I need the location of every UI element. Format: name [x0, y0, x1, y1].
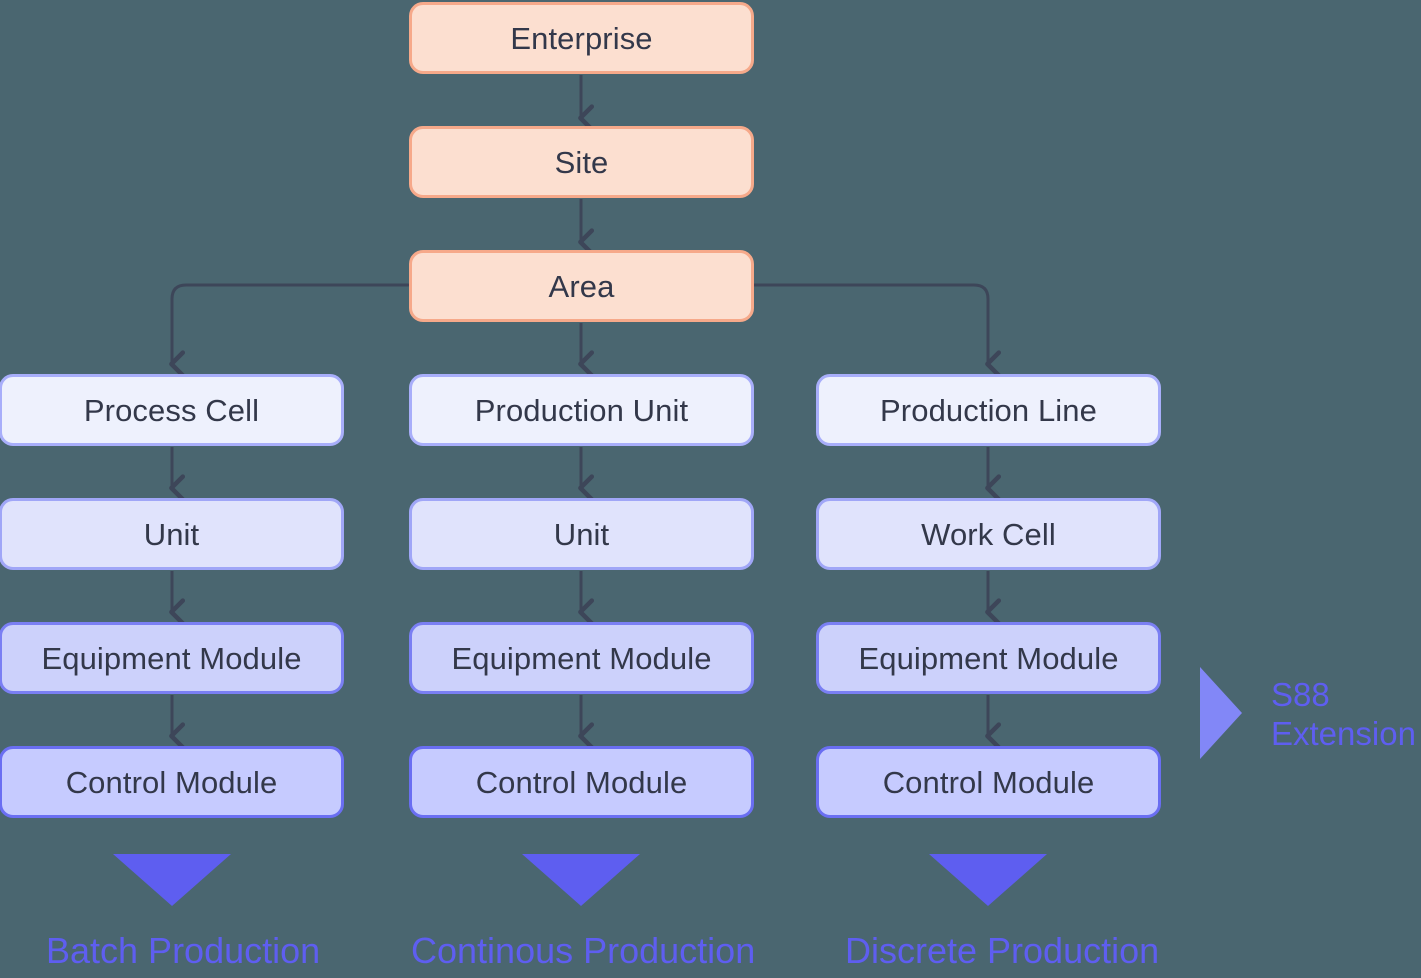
node-c1-control-module[interactable]: Control Module — [0, 746, 344, 818]
s88-extension-label: S88 Extension — [1271, 676, 1416, 754]
s88-extension-arrow-icon — [1200, 667, 1242, 759]
outcome-label-continuous: Continous Production — [411, 930, 756, 971]
node-enterprise[interactable]: Enterprise — [409, 2, 754, 74]
batch-outcome-triangle-icon — [113, 854, 231, 906]
node-c1-unit[interactable]: Unit — [0, 498, 344, 570]
node-site[interactable]: Site — [409, 126, 754, 198]
node-production-line[interactable]: Production Line — [816, 374, 1161, 446]
continuous-outcome-triangle-icon — [522, 854, 640, 906]
node-c3-control-module[interactable]: Control Module — [816, 746, 1161, 818]
outcome-label-batch: Batch Production — [46, 930, 321, 971]
s88-extension-line2: Extension — [1271, 714, 1416, 752]
node-process-cell[interactable]: Process Cell — [0, 374, 344, 446]
node-production-unit[interactable]: Production Unit — [409, 374, 754, 446]
node-work-cell[interactable]: Work Cell — [816, 498, 1161, 570]
node-c2-control-module[interactable]: Control Module — [409, 746, 754, 818]
node-c2-unit[interactable]: Unit — [409, 498, 754, 570]
node-area[interactable]: Area — [409, 250, 754, 322]
connector-area-production-line — [752, 283, 1002, 378]
connector-area-process-cell — [169, 283, 410, 378]
discrete-outcome-triangle-icon — [929, 854, 1047, 906]
outcome-label-discrete: Discrete Production — [845, 930, 1160, 971]
node-c3-equipment-module[interactable]: Equipment Module — [816, 622, 1161, 694]
s88-extension-line1: S88 — [1271, 676, 1330, 713]
node-c2-equipment-module[interactable]: Equipment Module — [409, 622, 754, 694]
node-c1-equipment-module[interactable]: Equipment Module — [0, 622, 344, 694]
